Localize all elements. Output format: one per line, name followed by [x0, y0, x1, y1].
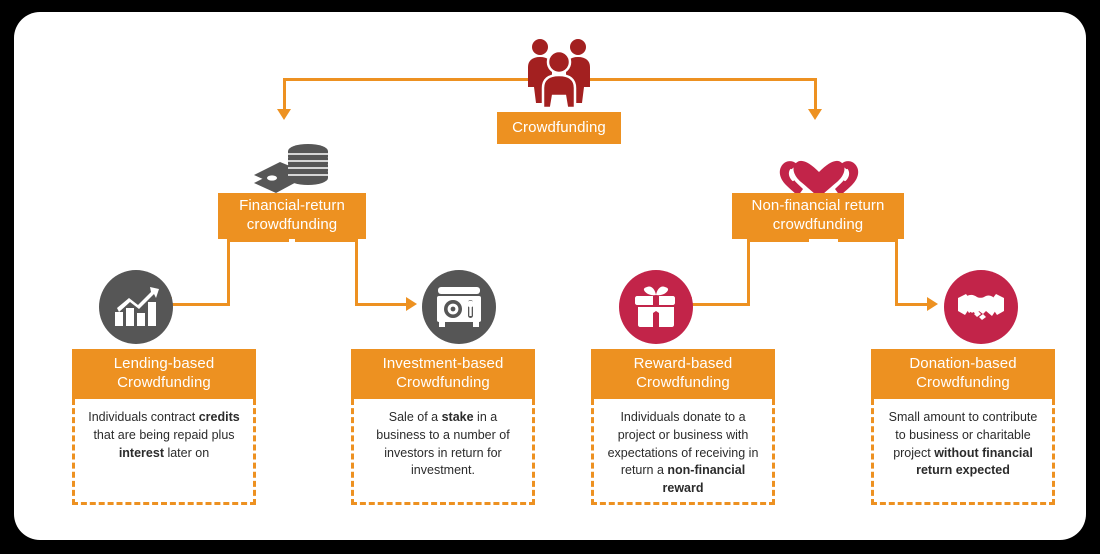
growth-bar-chart-icon [99, 270, 173, 344]
reward-description-text: Individuals donate to a project or busin… [607, 410, 759, 495]
level2-nonfinancial-line1: Non-financial return [751, 197, 885, 215]
safe-vault-icon [422, 270, 496, 344]
donation-title-line1: Donation-based [909, 355, 1017, 373]
arrow-root-to-financial [277, 109, 291, 120]
investment-title-line1: Investment-based [382, 355, 504, 373]
diagram-canvas: Crowdfunding [14, 12, 1086, 540]
level3-description-lending: Individuals contract credits that are be… [72, 399, 256, 505]
connector-nonfin-right-vertical [895, 239, 898, 306]
connector-root-right-vertical [814, 78, 817, 111]
connector-fin-left-top [227, 239, 289, 242]
investment-title-line2: Crowdfunding [396, 374, 490, 391]
root-label-text: Crowdfunding [512, 118, 606, 136]
level2-financial-line2: crowdfunding [246, 216, 338, 233]
level3-description-reward: Individuals donate to a project or busin… [591, 399, 775, 505]
arrow-nonfin-to-donation [927, 297, 938, 311]
level3-title-reward[interactable]: Reward-based Crowdfunding [591, 349, 775, 399]
arrow-fin-to-investment [406, 297, 417, 311]
lending-description-text: Individuals contract credits that are be… [88, 410, 240, 460]
connector-fin-right-bottom [355, 303, 407, 306]
gift-box-icon [619, 270, 693, 344]
reward-title-line1: Reward-based [633, 355, 733, 373]
connector-nonfin-left-vertical [747, 239, 750, 306]
donation-title-line2: Crowdfunding [916, 374, 1010, 391]
connector-nonfin-left-top [747, 239, 809, 242]
connector-fin-left-vertical [227, 239, 230, 306]
connector-fin-right-top [295, 239, 358, 242]
investment-description-text: Sale of a stake in a business to a numbe… [376, 410, 510, 478]
connector-nonfin-left-bottom [692, 303, 750, 306]
connector-nonfin-right-bottom [895, 303, 928, 306]
level2-label-financial-return[interactable]: Financial-return crowdfunding [218, 193, 366, 239]
level2-nonfinancial-line2: crowdfunding [772, 216, 864, 233]
connector-fin-right-vertical [355, 239, 358, 306]
connector-fin-left-bottom [172, 303, 230, 306]
people-group-icon [522, 36, 596, 110]
stack-of-coins-icon [250, 142, 334, 196]
arrow-root-to-nonfinancial [808, 109, 822, 120]
connector-nonfin-right-top [838, 239, 898, 242]
lending-title-line2: Crowdfunding [117, 374, 211, 391]
handshake-icon [944, 270, 1018, 344]
level3-title-lending[interactable]: Lending-based Crowdfunding [72, 349, 256, 399]
level3-description-donation: Small amount to contribute to business o… [871, 399, 1055, 505]
level2-label-non-financial-return[interactable]: Non-financial return crowdfunding [732, 193, 904, 239]
reward-title-line2: Crowdfunding [636, 374, 730, 391]
level3-title-investment[interactable]: Investment-based Crowdfunding [351, 349, 535, 399]
donation-description-text: Small amount to contribute to business o… [888, 410, 1038, 478]
lending-title-line1: Lending-based [113, 355, 215, 373]
level2-financial-line1: Financial-return [239, 197, 345, 215]
hands-holding-heart-icon [777, 142, 861, 198]
connector-root-left-vertical [283, 78, 286, 111]
level3-title-donation[interactable]: Donation-based Crowdfunding [871, 349, 1055, 399]
root-label-crowdfunding[interactable]: Crowdfunding [497, 112, 621, 144]
level3-description-investment: Sale of a stake in a business to a numbe… [351, 399, 535, 505]
